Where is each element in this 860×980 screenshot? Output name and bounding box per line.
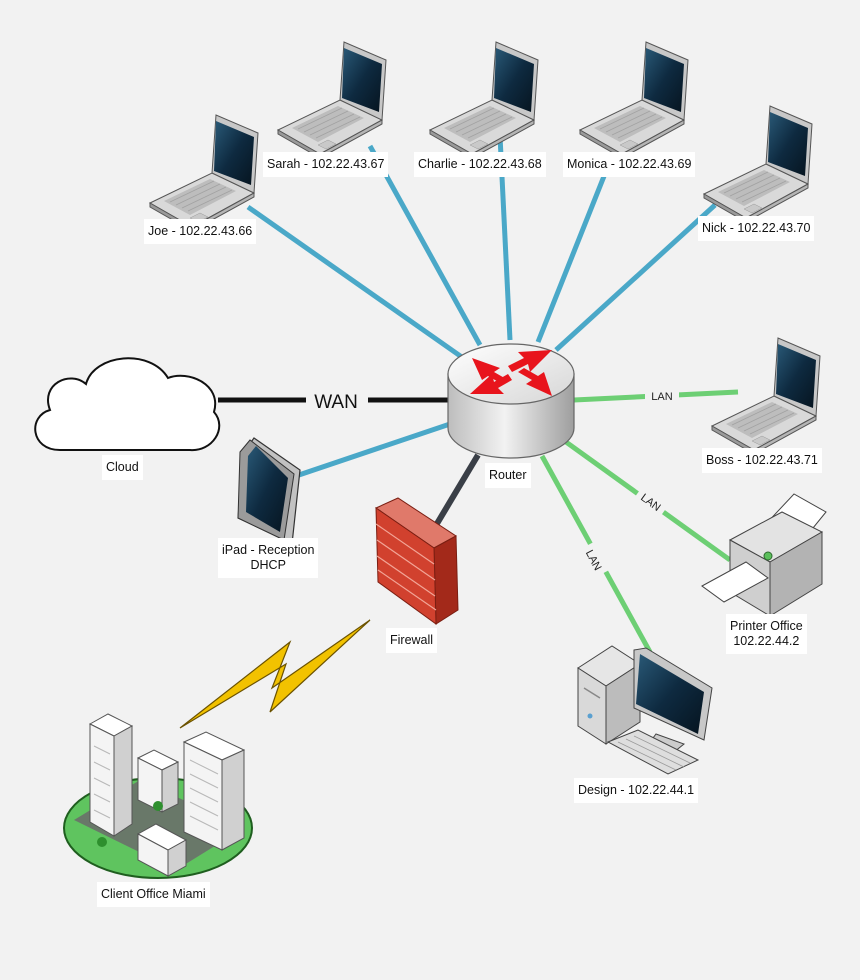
- office-buildings-icon: [63, 713, 253, 879]
- desktop-icon: [577, 645, 713, 775]
- wan-label: WAN: [314, 392, 358, 413]
- laptop-icon-boss: [711, 337, 821, 455]
- firewall-label: Firewall: [386, 628, 438, 653]
- design-label: Design - 102.22.44.1: [574, 778, 699, 803]
- laptop-icon-charlie: [429, 41, 539, 159]
- router-icon: [447, 343, 575, 459]
- joe-label: Joe - 102.22.43.66: [144, 219, 257, 244]
- link-sarah: [367, 144, 483, 347]
- laptop-icon-nick: [703, 105, 813, 223]
- ipad-label-line1: iPad - Reception: [222, 543, 315, 557]
- laptop-icon-monica: [579, 41, 689, 159]
- monica-label: Monica - 102.22.43.69: [563, 152, 696, 177]
- printer-label-line2: 102.22.44.2: [733, 634, 800, 648]
- cloud-label: Cloud: [102, 455, 143, 480]
- boss-label: Boss - 102.22.43.71: [702, 448, 822, 473]
- link-ipad: [289, 421, 451, 481]
- charlie-label: Charlie - 102.22.43.68: [414, 152, 546, 177]
- nick-label: Nick - 102.22.43.70: [698, 216, 815, 241]
- link-nick: [554, 203, 717, 352]
- link-joe: [246, 204, 468, 363]
- lightning-icon: [179, 619, 371, 729]
- router-label: Router: [485, 463, 531, 488]
- ipad-label-line2: DHCP: [250, 558, 286, 572]
- printer-label: Printer Office 102.22.44.2: [726, 614, 807, 654]
- ipad-icon: [237, 437, 301, 545]
- firewall-icon: [374, 497, 459, 625]
- laptop-icon-sarah: [277, 41, 387, 159]
- ipad-label: iPad - Reception DHCP: [218, 538, 319, 578]
- link-firewall: [429, 453, 481, 534]
- cloud-icon: [34, 357, 221, 452]
- sarah-label: Sarah - 102.22.43.67: [263, 152, 389, 177]
- lan-label-boss: LAN: [651, 391, 672, 403]
- laptop-icon-joe: [149, 114, 259, 232]
- printer-icon: [701, 493, 827, 617]
- client-office-label: Client Office Miami: [97, 882, 210, 907]
- printer-label-line1: Printer Office: [730, 619, 803, 633]
